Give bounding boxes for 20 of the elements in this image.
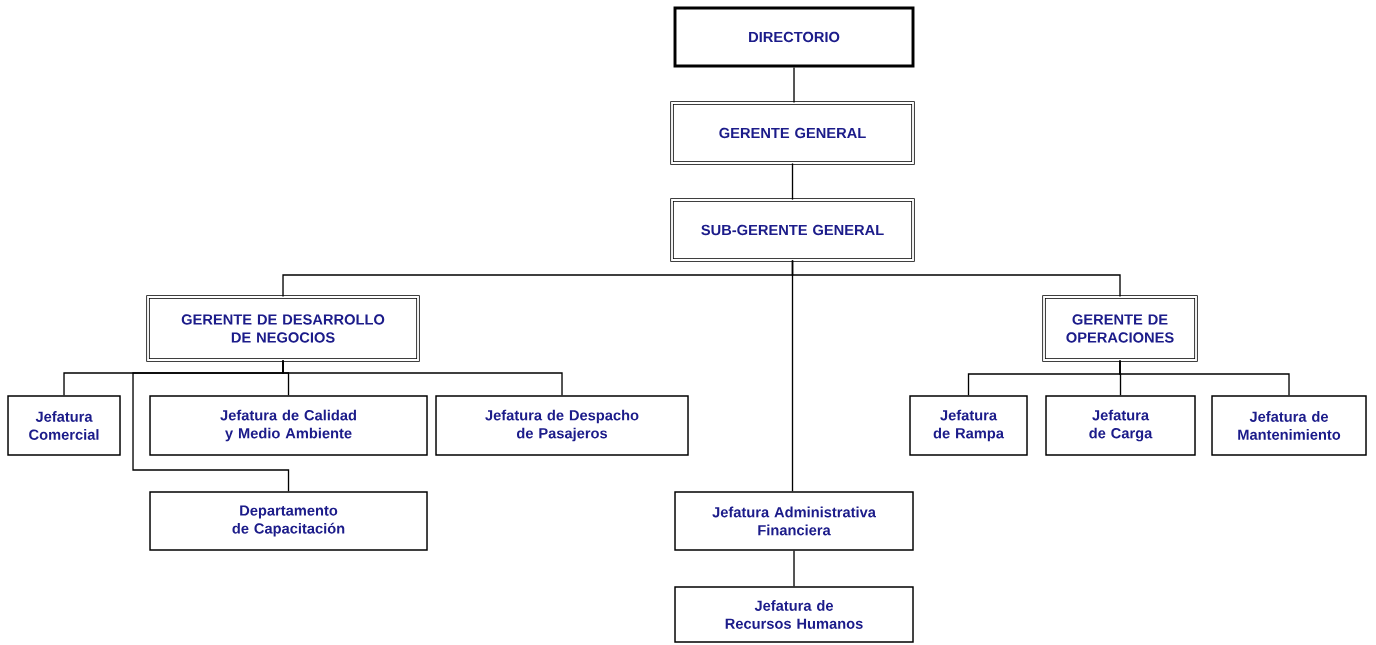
org-box: SUB-GERENTE GENERAL [670,198,915,262]
org-box: Jefatura de Rampa [909,395,1028,456]
org-box: Jefatura Comercial [7,395,121,456]
connector-line [1119,359,1290,396]
org-box: Jefatura de Carga [1045,395,1196,456]
org-box: Jefatura de Recursos Humanos [674,586,914,643]
org-box: GERENTE DE DESARROLLO DE NEGOCIOS [146,295,420,362]
org-box: Jefatura de Despacho de Pasajeros [435,395,689,456]
org-box: Jefatura de Mantenimiento [1211,395,1367,456]
org-box: Jefatura de Calidad y Medio Ambiente [149,395,428,456]
org-box: Departamento de Capacitación [149,491,428,551]
org-box: DIRECTORIO [673,6,915,68]
connector-line [793,550,795,587]
org-box: Jefatura Administrativa Financiera [674,491,914,551]
connector-line [793,66,795,104]
org-box: GERENTE GENERAL [670,101,915,165]
connector-line [132,359,290,492]
org-box: GERENTE DE OPERACIONES [1042,295,1198,362]
connector-line [791,162,794,201]
connector-line [791,259,794,492]
